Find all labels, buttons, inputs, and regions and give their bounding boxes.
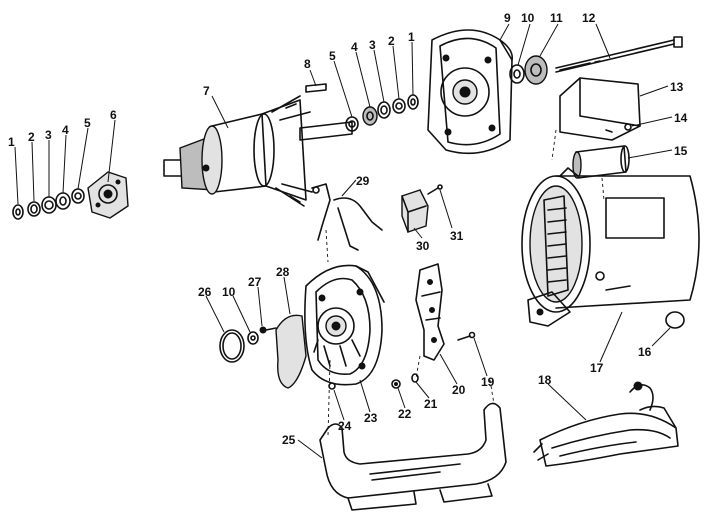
callout-20: 20 — [452, 383, 466, 397]
front-end-bell-23 — [304, 264, 385, 386]
callout-19: 19 — [481, 375, 495, 389]
bearing-11 — [524, 55, 548, 85]
bearing-block-6 — [87, 171, 129, 219]
gasket-28 — [275, 314, 307, 389]
through-bolt-12 — [555, 36, 683, 73]
callout-24: 24 — [338, 419, 352, 433]
callout-13: 13 — [670, 80, 684, 94]
callout-14: 14 — [674, 111, 688, 125]
callout-31: 31 — [450, 229, 464, 243]
callout-1-middle: 1 — [408, 30, 415, 44]
plug-16 — [665, 311, 685, 329]
capacitor-15 — [572, 145, 630, 201]
screw-27 — [259, 326, 277, 334]
wire-harness-18 — [533, 381, 679, 467]
callout-30: 30 — [416, 239, 430, 253]
washer-10-bottom — [247, 331, 259, 345]
callout-11: 11 — [550, 11, 563, 25]
callout-7: 7 — [203, 84, 210, 98]
callout-23: 23 — [364, 411, 378, 425]
nut-22 — [391, 379, 401, 389]
callouts: 1 2 3 4 5 6 7 8 5 4 3 2 1 9 10 11 12 13 … — [8, 11, 688, 447]
shaft-key-8 — [305, 83, 327, 93]
callout-2-middle: 2 — [388, 34, 395, 48]
screw-31 — [427, 184, 443, 195]
callout-21: 21 — [424, 397, 438, 411]
callout-6: 6 — [110, 108, 117, 122]
callout-29: 29 — [356, 174, 370, 188]
callout-5-left: 5 — [84, 116, 91, 130]
callout-10-top: 10 — [521, 11, 535, 25]
callout-3-middle: 3 — [369, 38, 376, 52]
callout-9: 9 — [504, 11, 511, 25]
rotor-assembly-7 — [163, 95, 353, 207]
callout-27: 27 — [248, 275, 262, 289]
screw-19 — [457, 331, 476, 341]
base-25 — [319, 359, 507, 511]
callout-8: 8 — [304, 57, 311, 71]
end-bell-9 — [427, 29, 514, 155]
leader-lines — [14, 23, 673, 459]
callout-18: 18 — [538, 373, 552, 387]
callout-22: 22 — [398, 407, 412, 421]
callout-1-left: 1 — [8, 135, 15, 149]
callout-3-left: 3 — [45, 128, 52, 142]
callout-4-left: 4 — [62, 123, 69, 137]
callout-28: 28 — [276, 265, 290, 279]
switch-bracket-29 — [311, 183, 383, 263]
callout-12: 12 — [582, 11, 596, 25]
switch-30 — [401, 189, 429, 233]
callout-17: 17 — [590, 361, 604, 375]
washer-21 — [411, 373, 419, 383]
callout-2-left: 2 — [28, 130, 35, 144]
callout-16: 16 — [638, 345, 652, 359]
motor-housing-17 — [521, 167, 700, 327]
callout-5-middle: 5 — [329, 49, 336, 63]
callout-26: 26 — [198, 285, 212, 299]
terminal-board-20 — [415, 263, 445, 379]
washer-10-top — [509, 64, 525, 84]
screw-14 — [605, 123, 632, 133]
callout-25: 25 — [282, 433, 296, 447]
callout-15: 15 — [674, 144, 688, 158]
callout-4-middle: 4 — [351, 40, 358, 54]
middle-washer-stack — [345, 94, 419, 132]
seal-26 — [219, 329, 245, 363]
callout-10-bottom: 10 — [222, 285, 236, 299]
